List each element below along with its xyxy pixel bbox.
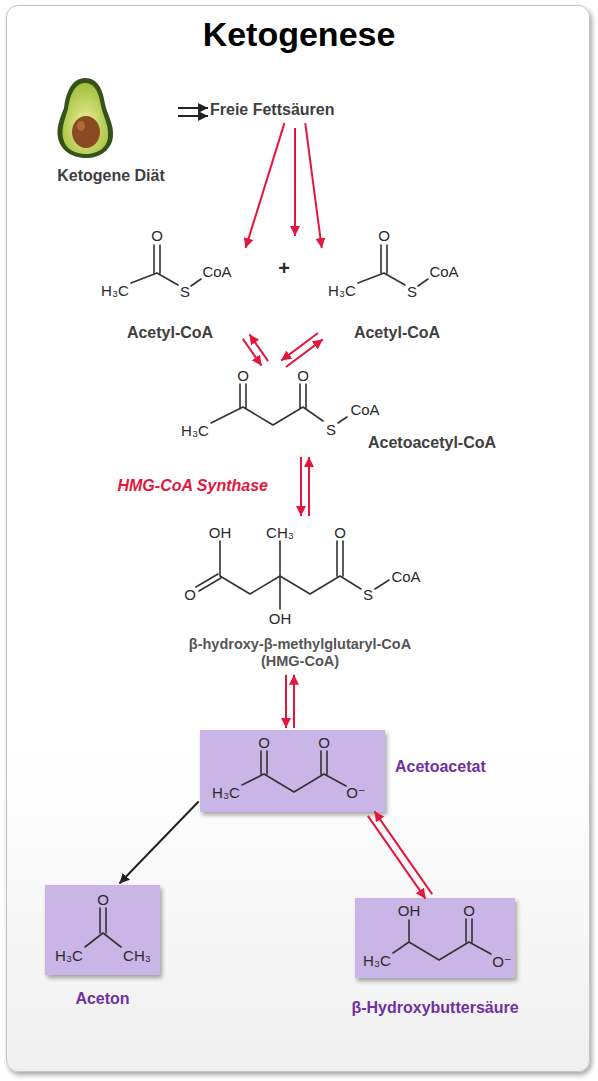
node-text: Acetyl-CoA [127, 323, 213, 342]
diagram-title: Ketogenese [0, 16, 598, 53]
arrow-line [285, 675, 287, 728]
text-node: Freie Fettsäuren [210, 100, 336, 121]
atom-label: H₃C [55, 948, 83, 963]
arrow-line [178, 107, 208, 109]
acetyl-coa-structure [358, 245, 428, 286]
atom-label: O [184, 587, 196, 602]
plus-sign: + [278, 258, 290, 278]
pathway-arrow [294, 128, 296, 236]
enzyme-label: HMG-CoA Synthase [40, 476, 268, 495]
atom-label: CoA [202, 264, 231, 279]
arrow-line [374, 811, 432, 894]
atom-label: CoA [350, 402, 379, 417]
node-text: Acetyl-CoA [354, 323, 440, 342]
hmg-coa-structure [196, 541, 389, 609]
reaction-arrow [119, 801, 198, 883]
atom-label: O [237, 368, 249, 383]
node-text: Freie Fettsäuren [210, 100, 334, 119]
atom-label: CoA [391, 569, 420, 584]
arrow-line [300, 457, 302, 516]
atom-label: O⁻ [346, 785, 366, 800]
reaction-arrow [301, 457, 309, 516]
atom-label: O [151, 228, 163, 243]
atom-label: OH [209, 525, 232, 540]
atom-label: H₃C [181, 423, 209, 438]
ketone-body-box: Acetoacetat [200, 730, 385, 812]
node-text: Acetoacetat [395, 757, 486, 776]
atom-label: H₃C [328, 283, 356, 298]
arrow-line [293, 675, 295, 728]
atom-label: H₃C [363, 953, 391, 968]
acetyl-coa-structure [131, 245, 201, 286]
atom-label: O [258, 735, 270, 750]
atom-label: CH₃ [123, 948, 151, 963]
reaction-arrow [243, 334, 268, 365]
atom-label: O [334, 525, 346, 540]
atom-label: OH [398, 903, 421, 918]
arrow-line [243, 339, 262, 366]
arrow-line [368, 816, 426, 899]
atom-label: H₃C [101, 283, 129, 298]
node-text: β-hydroxy-β-methylglutaryl-CoA (HMG-CoA) [175, 636, 425, 671]
avocado-picture [57, 78, 113, 158]
atom-label: OH [269, 611, 292, 626]
source-node: Ketogene Diät [46, 70, 176, 187]
atom-label: O [378, 228, 390, 243]
atom-label: O [297, 368, 309, 383]
node-text: Ketogene Diät [57, 166, 165, 185]
atom-label: S [363, 587, 373, 602]
hydroxybutyrate-structure [355, 898, 515, 978]
reaction-arrow [305, 123, 321, 248]
arrow-line [119, 801, 198, 883]
reaction-arrow [368, 811, 432, 898]
atom-label: O⁻ [492, 954, 512, 969]
arrow-line [178, 115, 208, 117]
atom-label: S [326, 422, 336, 437]
reaction-arrow [286, 675, 294, 728]
molecule-node: Acetoacetyl-CoA [175, 365, 505, 455]
reaction-arrow [246, 123, 285, 248]
atom-label: CoA [429, 264, 458, 279]
atom-label: O [318, 735, 330, 750]
acetoacetyl-coa-structure [211, 384, 347, 425]
arrow-line [249, 334, 268, 361]
arrow-line [246, 123, 285, 248]
acetoacetate-structure [200, 730, 385, 812]
acetone-structure [45, 885, 160, 975]
arrow-line [286, 339, 323, 367]
arrow-line [305, 123, 321, 248]
node-text: β-Hydroxybuttersäure [351, 998, 518, 1017]
atom-label: S [407, 284, 417, 299]
atom-label: O [97, 892, 109, 907]
node-text: Aceton [75, 989, 129, 1008]
atom-label: CH₃ [266, 525, 294, 540]
atom-label: O [463, 903, 475, 918]
atom-label: S [180, 284, 190, 299]
node-text: Acetoacetyl-CoA [368, 433, 496, 452]
atom-label: H₃C [212, 785, 240, 800]
arrow-line [308, 457, 310, 516]
reaction-arrow [178, 108, 208, 116]
reaction-arrow [281, 333, 323, 367]
